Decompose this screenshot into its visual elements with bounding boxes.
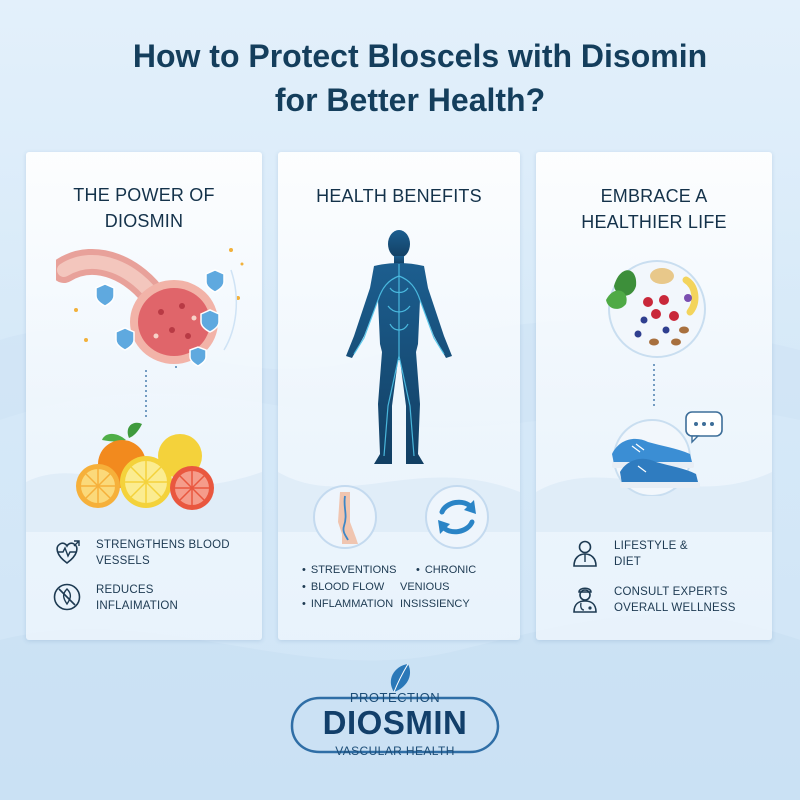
- heading-line-1: THE POWER OF: [73, 185, 215, 205]
- item-line-1: CONSULT EXPERTS: [614, 586, 728, 598]
- logo-top-text: PROTECTION: [349, 690, 441, 705]
- item-line-2: OVERALL WELLNESS: [614, 602, 736, 614]
- card-power-of-diosmin: THE POWER OF DIOSMIN: [26, 152, 262, 640]
- benefit-strengthens-vessels: STRENGTHENS BLOOD VESSELS: [52, 537, 230, 569]
- logo-badge-shape: [290, 663, 500, 754]
- heading-line-1: EMBRACE A: [600, 186, 708, 206]
- logo-subtitle: VASCULAR HEALTH: [335, 744, 455, 758]
- diosmin-logo: PROTECTION DIOSMIN VASCULAR HEALTH: [290, 660, 500, 780]
- benefit-line-1: STRENGTHENS BLOOD: [96, 539, 230, 551]
- running-shoes-illustration: [612, 411, 723, 496]
- anti-inflammation-icon: [53, 583, 81, 611]
- human-body-illustration: [346, 230, 452, 464]
- person-icon: [573, 540, 597, 567]
- heading-line-2: HEALTHIER LIFE: [581, 212, 727, 232]
- card-health-benefits: HEALTH BENEFITS STREVEN: [278, 152, 520, 640]
- list-item: BLOOD FLOW: [302, 579, 396, 596]
- citrus-fruits-illustration: [76, 422, 214, 510]
- item-consult-experts: CONSULT EXPERTS OVERALL WELLNESS: [570, 584, 736, 616]
- list-item: CHRONIC: [416, 562, 476, 579]
- list-item: INFLAMMATION: [302, 596, 396, 613]
- heart-vessel-icon: [56, 540, 80, 564]
- chronic-list: CHRONIC: [416, 562, 476, 579]
- blood-vessel-illustration: [56, 248, 244, 370]
- item-lifestyle-diet: LIFESTYLE & DIET: [570, 538, 688, 570]
- card-heading: EMBRACE A HEALTHIER LIFE: [536, 183, 772, 235]
- logo-brand: DIOSMIN: [322, 704, 468, 741]
- item-line-1: LIFESTYLE &: [614, 540, 688, 552]
- dotted-connector: [653, 364, 655, 408]
- benefit-line-2: VESSELS: [96, 555, 150, 567]
- list-item: STREVENTIONS: [302, 562, 397, 579]
- card-heading: THE POWER OF DIOSMIN: [26, 182, 262, 234]
- health-benefits-list: STREVENTIONS BLOOD FLOW INFLAMMATION: [302, 562, 397, 613]
- title-line-1: How to Protect Bloscels with Disomin: [132, 38, 708, 74]
- healthy-food-plate-illustration: [606, 260, 706, 358]
- card-healthier-life: EMBRACE A HEALTHIER LIFE L: [536, 152, 772, 640]
- title-line-2: for Better Health?: [274, 82, 546, 118]
- card-heading: HEALTH BENEFITS: [316, 186, 482, 206]
- circulation-cycle-icon: [425, 485, 489, 549]
- heading-line-2: DIOSMIN: [104, 211, 184, 231]
- card-wave: [536, 472, 772, 532]
- item-line-2: DIET: [614, 556, 641, 568]
- benefit-reduces-inflammation: REDUCES INFLAIMATION: [52, 582, 178, 614]
- benefit-line-1: REDUCES: [96, 584, 154, 596]
- dotted-connector: [145, 370, 147, 420]
- doctor-icon: [573, 587, 597, 613]
- page-title: How to Protect Bloscels with Disomin for…: [0, 34, 800, 122]
- chronic-detail: VENIOUS INSISSIENCY: [400, 581, 470, 610]
- benefit-line-2: INFLAIMATION: [96, 600, 179, 612]
- leg-veins-icon: [313, 485, 377, 549]
